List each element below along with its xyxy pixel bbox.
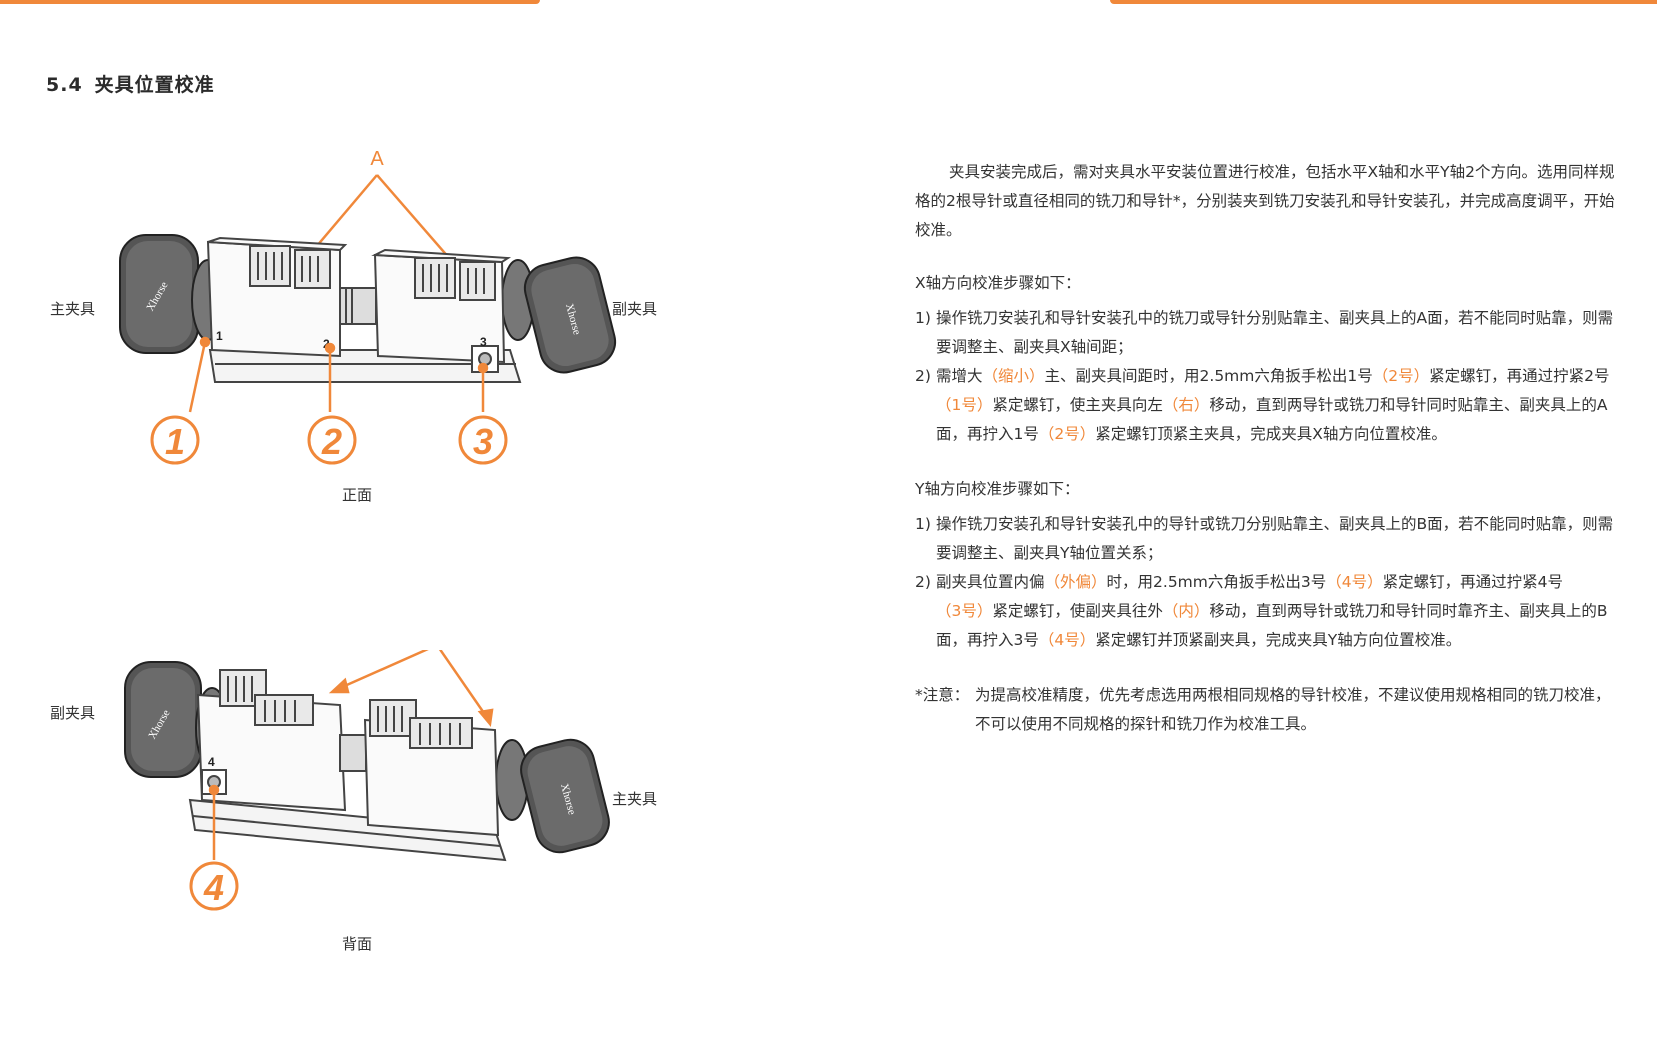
fixture-back-illustration: B Xhorse Xhorse (124, 650, 610, 911)
main-clamp-body (206, 236, 348, 358)
calibration-note: *注意： 为提高校准精度，优先考虑选用两根相同规格的导针校准，不建议使用规格相同的… (915, 681, 1615, 739)
right-key-head: Xhorse (501, 256, 617, 374)
svg-text:3: 3 (473, 421, 493, 462)
x-axis-section: X轴方向校准步骤如下： 1)操作铣刀安装孔和导针安装孔中的铣刀或导针分别贴靠主、… (915, 269, 1615, 449)
top-accent-bar-left (0, 0, 540, 4)
section-title: 5.4 夹具位置校准 (46, 70, 215, 97)
y-axis-heading: Y轴方向校准步骤如下： (915, 480, 1080, 498)
callout-leader-back (208, 784, 220, 860)
list-item: 1)操作铣刀安装孔和导针安装孔中的导针或铣刀分别贴靠主、副夹具上的B面，若不能同… (915, 515, 1614, 562)
back-secondary-clamp-body (196, 669, 347, 812)
back-caption: 背面 (342, 935, 373, 953)
figure-back-view: B Xhorse Xhorse (40, 650, 760, 1010)
x-axis-steps: 1)操作铣刀安装孔和导针安装孔中的铣刀或导针分别贴靠主、副夹具上的A面，若不能同… (915, 304, 1615, 449)
back-clamp-connector (339, 734, 367, 772)
top-accent-bar-right (1110, 0, 1657, 4)
note-label: *注意： (915, 686, 970, 704)
clamp-connector (339, 287, 377, 325)
note-text: 为提高校准精度，优先考虑选用两根相同规格的导针校准，不建议使用规格相同的铣刀校准… (975, 686, 1611, 733)
svg-text:2: 2 (321, 421, 342, 462)
list-item: 2)需增大（缩小）主、副夹具间距时，用2.5mm六角扳手松出1号（2号）紧定螺钉… (915, 367, 1610, 443)
back-main-clamp-body (363, 699, 500, 837)
marker-4: 4 (208, 755, 215, 769)
callout-circle-1: 1 (150, 415, 200, 465)
callout-circle-4: 4 (189, 861, 239, 911)
callout-leaders-front (188, 336, 489, 413)
instruction-text-column: 夹具安装完成后，需对夹具水平安装位置进行校准，包括水平X轴和水平Y轴2个方向。选… (915, 158, 1615, 739)
marker-1: 1 (216, 329, 223, 343)
back-right-key-head: Xhorse (495, 738, 610, 854)
fixture-front-illustration: A Xhorse Xhorse (119, 150, 617, 465)
secondary-clamp-body (371, 248, 512, 373)
list-item: 2)副夹具位置内偏（外偏）时，用2.5mm六角扳手松出3号（4号）紧定螺钉，再通… (915, 573, 1608, 649)
figure-front-view: A Xhorse Xhorse (40, 150, 760, 540)
svg-text:1: 1 (165, 421, 185, 462)
back-right-label: 主夹具 (612, 790, 658, 808)
list-item: 1)操作铣刀安装孔和导针安装孔中的铣刀或导针分别贴靠主、副夹具上的A面，若不能同… (915, 309, 1614, 356)
callout-circle-2: 2 (307, 415, 357, 465)
x-axis-heading: X轴方向校准步骤如下： (915, 274, 1081, 292)
front-left-label: 主夹具 (50, 300, 96, 318)
intro-paragraph: 夹具安装完成后，需对夹具水平安装位置进行校准，包括水平X轴和水平Y轴2个方向。选… (915, 163, 1615, 239)
y-axis-section: Y轴方向校准步骤如下： 1)操作铣刀安装孔和导针安装孔中的导针或铣刀分别贴靠主、… (915, 475, 1615, 655)
callout-b-pointers (328, 650, 494, 727)
callout-circle-3: 3 (458, 415, 508, 465)
svg-text:4: 4 (203, 867, 224, 908)
section-number: 5.4 (46, 74, 83, 96)
callout-letter-a: A (370, 150, 384, 170)
front-caption: 正面 (342, 486, 373, 504)
y-axis-steps: 1)操作铣刀安装孔和导针安装孔中的导针或铣刀分别贴靠主、副夹具上的B面，若不能同… (915, 510, 1615, 655)
marker-3: 3 (480, 335, 487, 349)
marker-2: 2 (323, 337, 330, 351)
back-left-label: 副夹具 (50, 704, 96, 722)
front-right-label: 副夹具 (612, 300, 658, 318)
section-title-text: 夹具位置校准 (94, 74, 215, 96)
left-key-head: Xhorse (119, 234, 225, 354)
